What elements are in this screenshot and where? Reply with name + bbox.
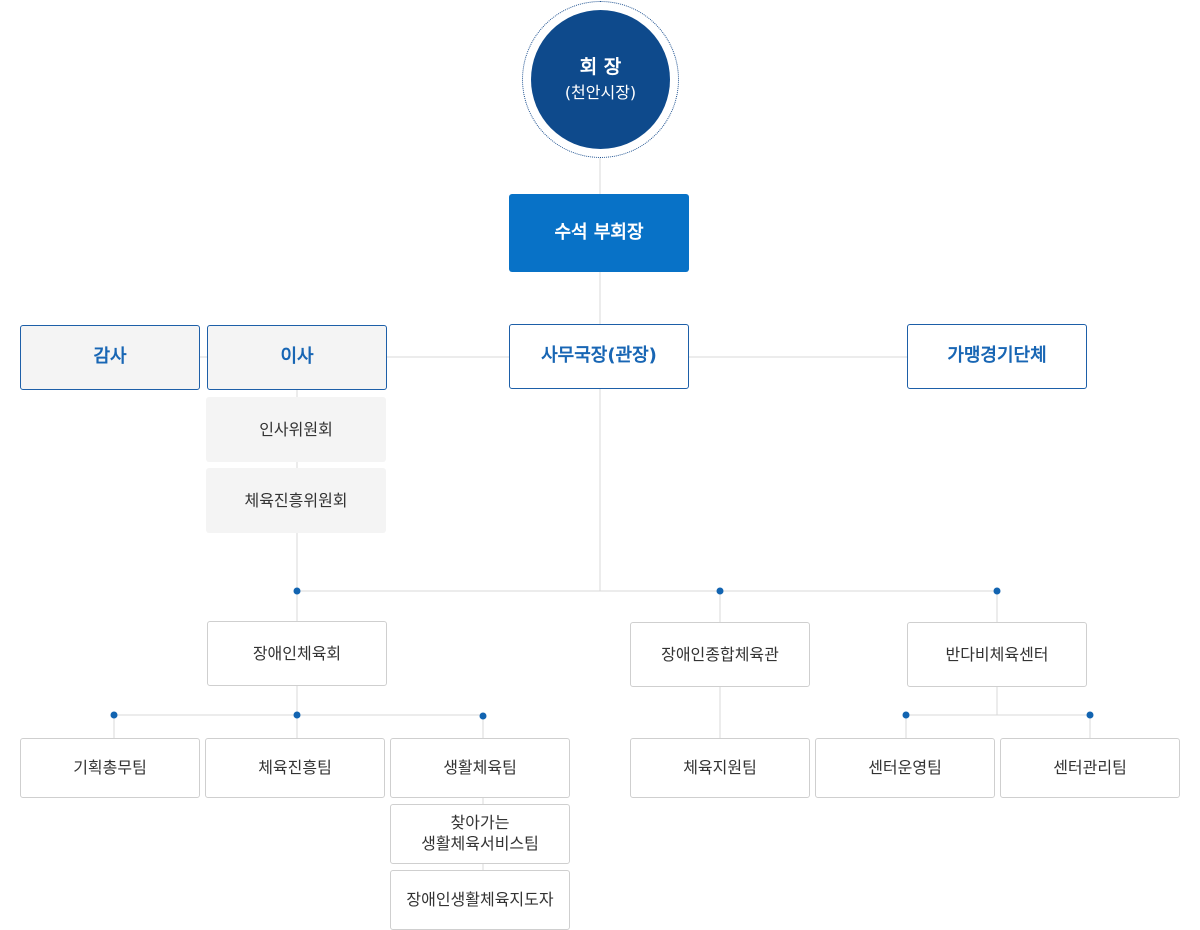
- junction-dot: [1086, 711, 1094, 719]
- audit-label: 감사: [93, 346, 127, 368]
- junction-dot: [479, 712, 487, 720]
- secretary-general-label: 사무국장(관장): [541, 345, 657, 367]
- committee-label: 인사위원회: [259, 419, 333, 439]
- committee-label: 체육진흥위원회: [244, 490, 348, 510]
- division-disabled-sports-council: 장애인체육회: [207, 621, 387, 686]
- division-bandabi-center: 반다비체육센터: [907, 622, 1087, 687]
- junction-dot: [993, 587, 1001, 595]
- division-label: 장애인종합체육관: [661, 644, 779, 664]
- junction-dot: [293, 587, 301, 595]
- team-label: 센터운영팀: [868, 758, 942, 777]
- division-label: 장애인체육회: [252, 643, 342, 663]
- junction-dot: [293, 711, 301, 719]
- division-sports-complex: 장애인종합체육관: [630, 622, 810, 687]
- team-label: 센터관리팀: [1053, 758, 1127, 777]
- team-label: 체육지원팀: [683, 758, 757, 777]
- team-sports-promotion: 체육진흥팀: [205, 738, 385, 798]
- board-label: 이사: [280, 346, 314, 368]
- team-planning-admin: 기획총무팀: [20, 738, 200, 798]
- chairman-node: 회 장 (천안시장): [531, 10, 670, 149]
- team-life-sports: 생활체육팀: [390, 738, 570, 798]
- chairman-subtitle: (천안시장): [564, 83, 637, 103]
- member-orgs-label: 가맹경기단체: [947, 345, 1047, 367]
- secretary-general-node: 사무국장(관장): [509, 324, 689, 389]
- board-node: 이사: [207, 325, 387, 390]
- team-label: 체육진흥팀: [258, 758, 332, 777]
- vice-chairman-label: 수석 부회장: [554, 221, 644, 243]
- junction-dot: [902, 711, 910, 719]
- unit-label: 찾아가는 생활체육서비스팀: [421, 813, 539, 853]
- junction-dot: [110, 711, 118, 719]
- unit-label: 장애인생활체육지도자: [406, 890, 554, 909]
- division-label: 반다비체육센터: [945, 644, 1049, 664]
- vice-chairman-node: 수석 부회장: [509, 194, 689, 272]
- unit-life-sports-instructors: 장애인생활체육지도자: [390, 870, 570, 930]
- junction-dot: [716, 587, 724, 595]
- team-sports-support: 체육지원팀: [630, 738, 810, 798]
- chairman-title: 회 장: [579, 55, 622, 78]
- team-label: 생활체육팀: [443, 758, 517, 777]
- audit-node: 감사: [20, 325, 200, 390]
- team-label: 기획총무팀: [73, 758, 147, 777]
- team-center-management: 센터관리팀: [1000, 738, 1180, 798]
- committee-personnel: 인사위원회: [206, 397, 386, 462]
- committee-sports-promotion: 체육진흥위원회: [206, 468, 386, 533]
- team-center-operations: 센터운영팀: [815, 738, 995, 798]
- member-orgs-node: 가맹경기단체: [907, 324, 1087, 389]
- unit-visiting-service-team: 찾아가는 생활체육서비스팀: [390, 804, 570, 864]
